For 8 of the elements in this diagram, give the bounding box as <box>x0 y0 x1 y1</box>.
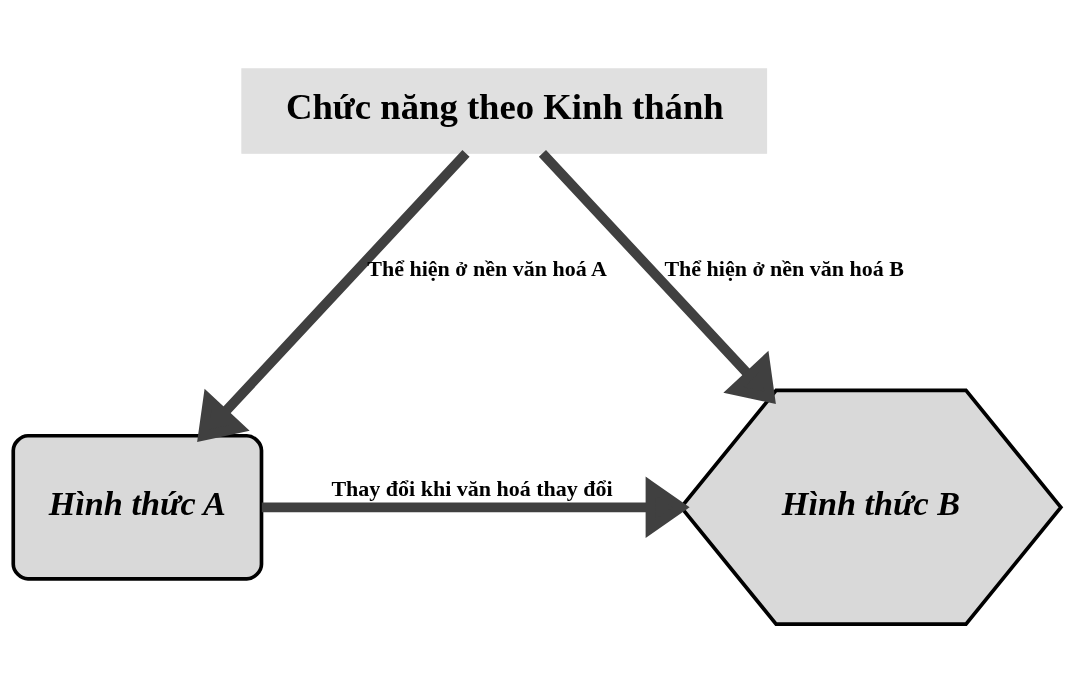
arrow <box>538 149 776 404</box>
edge-label: Thể hiện ở nền văn hoá A <box>367 255 607 281</box>
edge-label: Thể hiện ở nền văn hoá B <box>664 255 904 281</box>
edge-label: Thay đổi khi văn hoá thay đổi <box>331 475 613 501</box>
arrow <box>261 476 690 538</box>
node-box: Chức năng theo Kinh thánh <box>241 67 768 154</box>
node-box: Hình thức A <box>11 433 264 581</box>
arrow <box>197 149 470 442</box>
